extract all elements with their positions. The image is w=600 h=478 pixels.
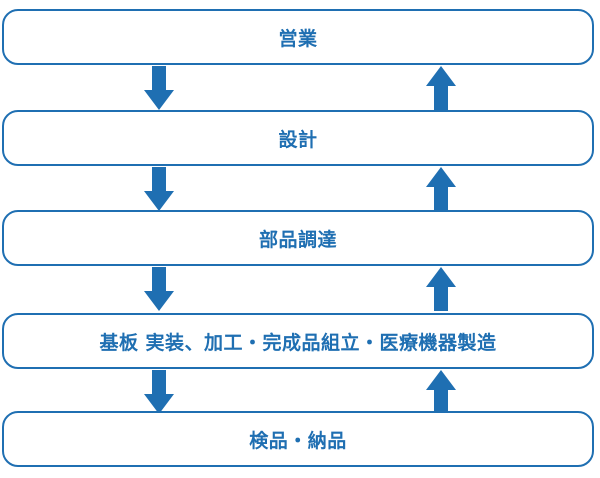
arrow-down-icon (144, 66, 174, 110)
step-box-inspection-delivery: 検品・納品 (2, 411, 594, 467)
step-label-procurement: 部品調達 (258, 228, 337, 251)
arrow-up-icon (426, 66, 456, 110)
step-label-inspection-delivery: 検品・納品 (249, 429, 347, 452)
arrow-up-icon (426, 370, 456, 414)
step-box-sales: 営業 (2, 9, 594, 65)
arrow-down-icon (144, 167, 174, 211)
step-box-procurement: 部品調達 (2, 210, 594, 266)
arrow-down-icon (144, 267, 174, 311)
step-box-design: 設計 (2, 110, 594, 166)
step-label-design: 設計 (278, 128, 318, 151)
arrow-up-icon (426, 167, 456, 211)
step-box-manufacturing: 基板 実装、加工・完成品組立・医療機器製造 (2, 313, 594, 369)
arrow-up-icon (426, 267, 456, 311)
arrow-down-icon (144, 370, 174, 414)
step-label-sales: 営業 (278, 27, 318, 50)
step-label-manufacturing: 基板 実装、加工・完成品組立・医療機器製造 (99, 331, 497, 354)
